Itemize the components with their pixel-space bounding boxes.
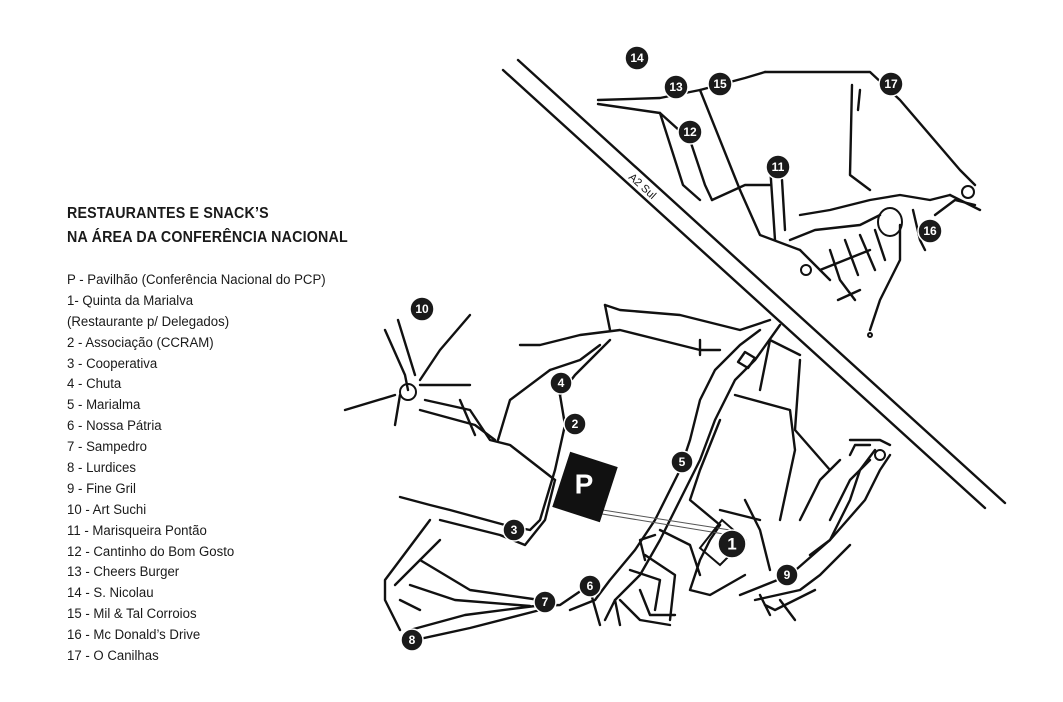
- svg-text:8: 8: [409, 633, 416, 647]
- marker-3[interactable]: 3: [502, 518, 526, 542]
- pavilion-label: P: [575, 469, 594, 500]
- svg-text:15: 15: [713, 77, 727, 91]
- legend-item-14: 14 - S. Nicolau: [67, 585, 154, 602]
- pavilion: P: [552, 451, 747, 567]
- pavilion-link-line-top: [589, 507, 731, 531]
- svg-text:10: 10: [415, 302, 429, 316]
- south-roads: [383, 323, 892, 642]
- legend-item-5: 5 - Marialma: [67, 397, 141, 414]
- legend-item-8: 8 - Lurdices: [67, 460, 136, 477]
- svg-text:17: 17: [884, 77, 898, 91]
- legend-item-10: 10 - Art Suchi: [67, 501, 147, 518]
- marker-9[interactable]: 9: [775, 563, 799, 587]
- svg-text:11: 11: [772, 160, 785, 174]
- north-roads: [596, 70, 982, 338]
- pavilion-building: [552, 451, 618, 523]
- svg-text:14: 14: [630, 51, 644, 65]
- marker-11[interactable]: 11: [765, 154, 791, 180]
- marker-17[interactable]: 17: [878, 71, 904, 97]
- marker-8[interactable]: 8: [400, 628, 424, 652]
- legend-item-12: 12 - Cantinho do Bom Gosto: [67, 543, 235, 560]
- svg-text:16: 16: [923, 224, 937, 238]
- svg-text:6: 6: [587, 579, 594, 593]
- svg-text:7: 7: [542, 595, 549, 609]
- legend-item-17: 17 - O Canilhas: [67, 648, 159, 665]
- marker-14[interactable]: 14: [624, 45, 650, 71]
- marker-7[interactable]: 7: [533, 590, 557, 614]
- highway-a2: A2 Sul: [501, 58, 1007, 510]
- marker-13[interactable]: 13: [663, 74, 689, 100]
- map-title-line-1: RESTAURANTES E SNACK’S: [67, 205, 269, 222]
- marker-15[interactable]: 15: [707, 71, 733, 97]
- pavilion-link-line-bottom: [589, 511, 731, 536]
- legend-item-11: 11 - Marisqueira Pontão: [67, 522, 207, 539]
- legend-item-2: 2 - Associação (CCRAM): [67, 334, 214, 351]
- legend-item-4: 4 - Chuta: [67, 376, 122, 393]
- marker-16[interactable]: 16: [917, 218, 943, 244]
- marker-5[interactable]: 5: [670, 450, 694, 474]
- svg-text:4: 4: [558, 376, 565, 390]
- svg-text:5: 5: [679, 455, 686, 469]
- svg-text:12: 12: [683, 125, 697, 139]
- marker-10[interactable]: 10: [409, 296, 435, 322]
- legend-item-13: 13 - Cheers Burger: [67, 564, 180, 581]
- legend-item-pavilion: P - Pavilhão (Conferência Nacional do PC…: [67, 272, 326, 288]
- marker-2[interactable]: 2: [563, 412, 587, 436]
- west-roads: [343, 303, 772, 482]
- marker-1[interactable]: 1: [717, 529, 747, 559]
- svg-text:2: 2: [572, 417, 579, 431]
- legend-item-1-note: (Restaurante p/ Delegados): [67, 313, 230, 330]
- legend-item-1: 1- Quinta da Marialva: [67, 292, 194, 309]
- legend-item-16: 16 - Mc Donald’s Drive: [67, 627, 201, 644]
- legend-item-15: 15 - Mil & Tal Corroios: [67, 606, 197, 623]
- legend-item-9: 9 - Fine Gril: [67, 480, 136, 497]
- svg-text:1: 1: [727, 535, 736, 554]
- svg-text:3: 3: [511, 523, 518, 537]
- marker-12[interactable]: 12: [677, 119, 703, 145]
- svg-text:9: 9: [784, 568, 791, 582]
- marker-4[interactable]: 4: [549, 371, 573, 395]
- legend-item-6: 6 - Nossa Pátria: [67, 418, 162, 435]
- legend-item-7: 7 - Sampedro: [67, 439, 147, 456]
- legend-item-3: 3 - Cooperativa: [67, 355, 158, 372]
- svg-text:13: 13: [669, 80, 683, 94]
- markers: 1 2 3 4 5 6 7 8 9 10 11 12 13 14 15 16 1…: [400, 45, 943, 652]
- legend-list: P - Pavilhão (Conferência Nacional do PC…: [67, 270, 326, 667]
- marker-6[interactable]: 6: [578, 574, 602, 598]
- map-title-line-2: NA ÁREA DA CONFERÊNCIA NACIONAL: [67, 229, 348, 246]
